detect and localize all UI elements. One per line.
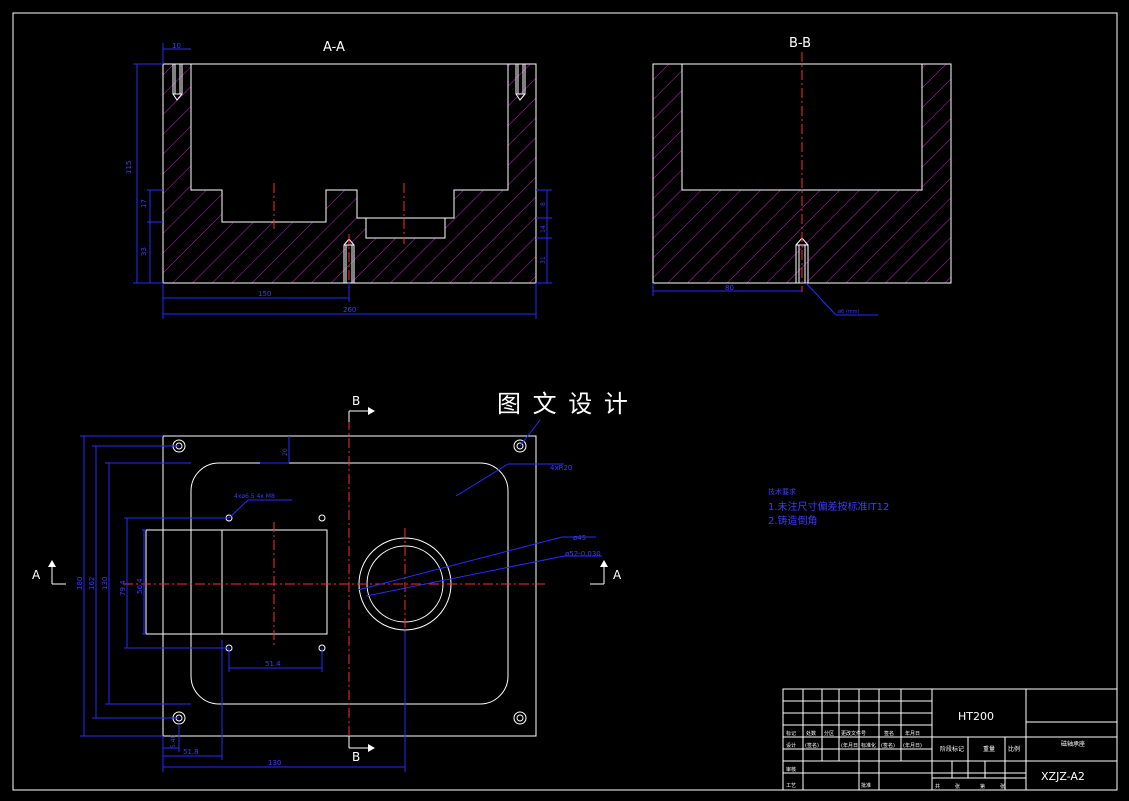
- section-bb-title: B-B: [789, 36, 811, 51]
- section-marker-a-left: A: [32, 560, 66, 585]
- dim-plan-h3: 130: [101, 577, 109, 590]
- dim-bb-note: ø6 (mm): [838, 309, 860, 315]
- dim-plan-h1: 180: [76, 577, 84, 590]
- dim-aa-right-3: 31: [540, 256, 547, 264]
- section-marker-b-bottom: B: [348, 736, 375, 764]
- section-bb: B-B 80 ø6 (mm): [652, 36, 952, 316]
- hatch-left-wall: [163, 64, 191, 190]
- dim-plan-h5: 56.4: [136, 578, 144, 594]
- dim-aa-bottom-half: 150: [258, 290, 271, 298]
- dim-aa-right-1: 8: [540, 202, 547, 206]
- svg-text:签名: 签名: [884, 730, 894, 737]
- dim-aa-top: 10: [172, 42, 181, 50]
- svg-text:分区: 分区: [824, 730, 834, 737]
- watermark-text: 图 文 设 计: [497, 390, 630, 418]
- dim-aa-bottom-total: 260: [343, 306, 356, 314]
- svg-text:(年月日): (年月日): [841, 742, 860, 749]
- technical-notes: 技术要求 1.未注尺寸偏差按标准IT12 2.铸造倒角: [768, 487, 889, 527]
- svg-text:处数: 处数: [806, 730, 816, 737]
- sheet-border: [12, 12, 1118, 791]
- svg-text:阶段标记: 阶段标记: [940, 745, 964, 753]
- svg-text:批准: 批准: [861, 782, 871, 789]
- dim-bb-bottom: 80: [725, 284, 734, 292]
- dim-plan-bottom-small: 5.40: [170, 734, 177, 748]
- dim-plan-bottom-mid: 51.8: [183, 748, 199, 756]
- dim-aa-height: 115: [125, 161, 133, 174]
- dim-plan-hole-note: 4xø6.5 4x M8: [234, 493, 275, 500]
- svg-text:(签名): (签名): [805, 742, 819, 749]
- plan-view: B B A A 180 162 130: [32, 394, 622, 772]
- svg-text:标记: 标记: [786, 730, 796, 737]
- svg-text:(年月日): (年月日): [903, 742, 922, 749]
- title-part-name: 磁轴承座: [1061, 740, 1085, 748]
- title-material: HT200: [958, 710, 994, 723]
- section-marker-b-top: B: [348, 394, 375, 422]
- svg-text:共: 共: [935, 783, 940, 790]
- svg-text:B: B: [352, 394, 360, 408]
- dim-plan-h2: 162: [88, 577, 96, 590]
- svg-text:重量: 重量: [983, 745, 995, 753]
- svg-text:设计: 设计: [786, 742, 796, 749]
- hatch-right-wall: [508, 64, 536, 190]
- svg-text:A: A: [32, 568, 41, 582]
- dim-plan-radius-note: 4xR20: [550, 464, 572, 472]
- dim-aa-right-2: 14: [540, 225, 547, 233]
- svg-text:张: 张: [955, 783, 960, 790]
- svg-text:比例: 比例: [1008, 745, 1020, 753]
- svg-text:工艺: 工艺: [786, 783, 796, 789]
- title-block: HT200 磁轴承座 XZJZ-A2 标记 处数 分区 更改文件号 签名 年月日…: [782, 688, 1118, 791]
- svg-text:年月日: 年月日: [905, 730, 920, 737]
- title-drawing-no: XZJZ-A2: [1041, 770, 1085, 783]
- dim-plan-bore-2: ø52-0.030: [565, 550, 601, 558]
- dim-plan-inner-w: 51.4: [265, 660, 281, 668]
- tech-notes-title: 技术要求: [768, 487, 796, 496]
- svg-text:张: 张: [1000, 783, 1005, 790]
- svg-text:标准化: 标准化: [861, 742, 876, 749]
- dim-aa-left-bottom: 33: [140, 247, 148, 256]
- svg-text:更改文件号: 更改文件号: [841, 730, 866, 737]
- svg-text:第: 第: [980, 783, 985, 790]
- tech-notes-line2: 2.铸造倒角: [768, 514, 818, 527]
- svg-text:A: A: [613, 568, 622, 582]
- section-aa-title: A-A: [323, 40, 345, 55]
- tech-notes-line1: 1.未注尺寸偏差按标准IT12: [768, 500, 889, 513]
- svg-text:(签名): (签名): [881, 742, 895, 749]
- dim-aa-left-top: 17: [140, 199, 148, 208]
- section-marker-a-right: A: [590, 560, 622, 585]
- section-aa: A-A 10 115 17 33: [125, 40, 552, 319]
- svg-text:B: B: [352, 750, 360, 764]
- dim-plan-top-gap: 20: [282, 448, 289, 456]
- dim-plan-h4: 79.4: [119, 580, 127, 596]
- dim-plan-bore-1: ø45: [573, 534, 586, 542]
- dim-plan-bottom-total: 130: [268, 759, 281, 767]
- svg-text:审核: 审核: [786, 766, 796, 773]
